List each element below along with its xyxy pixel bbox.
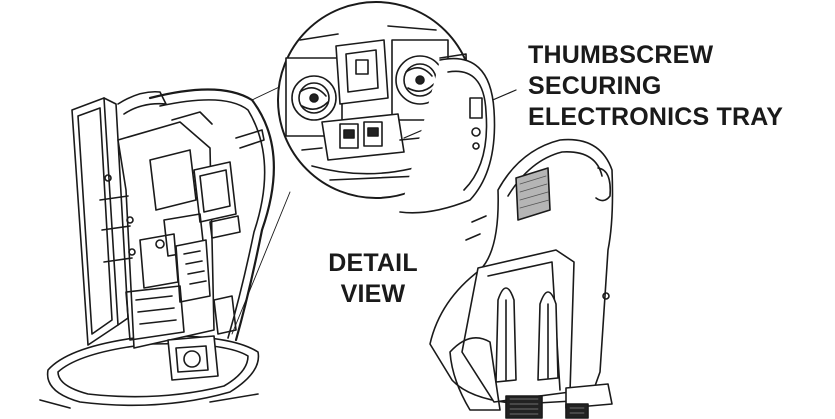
open-kiosk-unit bbox=[39, 88, 275, 409]
rear-housing bbox=[399, 57, 496, 214]
callout-line: SECURING bbox=[528, 72, 662, 100]
thumbscrew-callout: THUMBSCREW SECURING ELECTRONICS TRAY bbox=[528, 40, 783, 133]
detail-leader-line bbox=[231, 191, 291, 335]
callout-line: THUMBSCREW bbox=[528, 41, 714, 69]
detail-view-label: DETAIL VIEW bbox=[318, 248, 428, 310]
callout-line: DETAIL bbox=[328, 249, 418, 277]
callout-line: VIEW bbox=[340, 280, 406, 308]
closed-kiosk-unit bbox=[429, 138, 614, 419]
callout-line: ELECTRONICS TRAY bbox=[528, 103, 784, 131]
